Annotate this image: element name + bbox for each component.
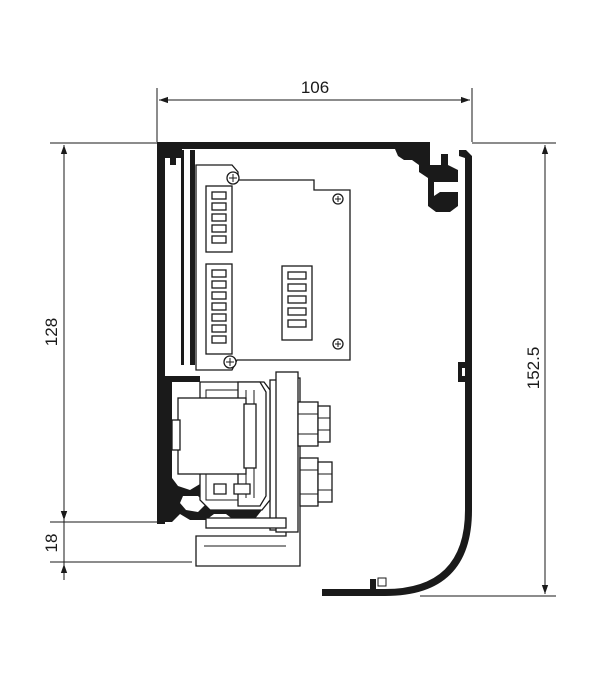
dimension-height-left-label: 128 (42, 318, 61, 346)
motor-assembly (171, 371, 333, 567)
dimension-width: 106 (156, 78, 473, 142)
dimension-bottom-offset: 18 (42, 506, 192, 580)
dimension-height-right-label: 152.5 (524, 347, 543, 390)
control-board (195, 164, 351, 371)
dimension-bottom-offset-label: 18 (42, 534, 61, 553)
dimension-width-label: 106 (301, 78, 329, 97)
dimension-height-right: 152.5 (420, 142, 556, 597)
dimension-height-left: 128 (42, 142, 158, 523)
